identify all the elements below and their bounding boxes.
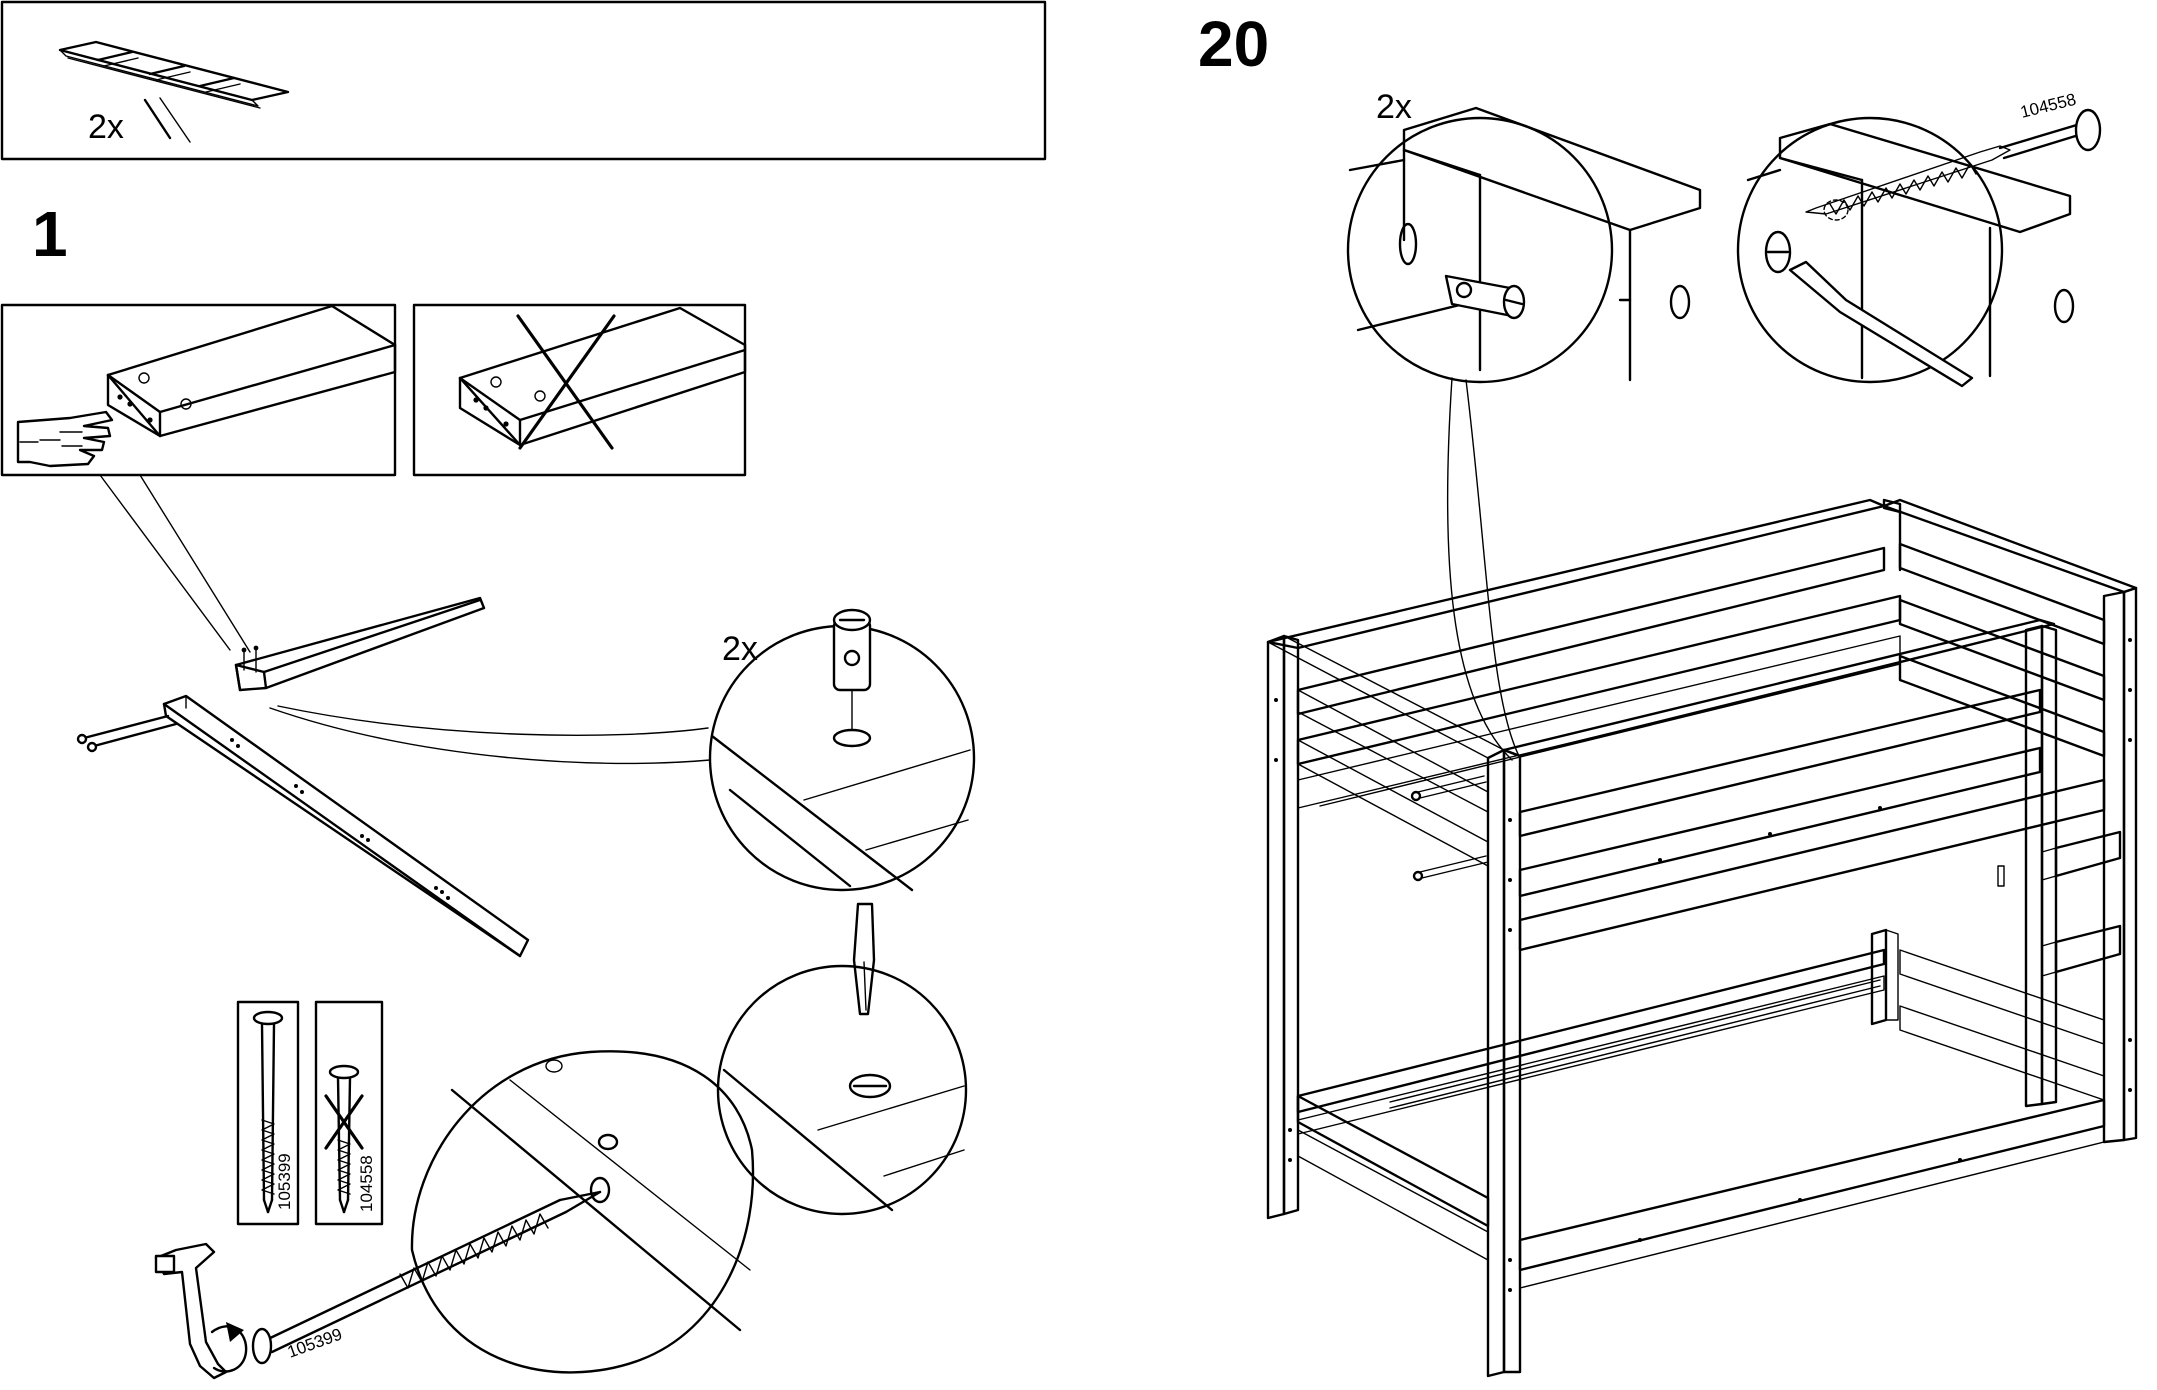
bolt-correct-code: 105399	[275, 1153, 294, 1210]
allen-key-icon	[154, 1242, 228, 1380]
cam-nut-insertion-circle	[1346, 106, 1702, 384]
cam-lock-nut-icon	[832, 608, 872, 692]
bolt-correct-panel: 105399	[236, 1000, 300, 1226]
step-number-20: 20	[1198, 8, 1269, 80]
bolt-head-icon	[1998, 108, 2102, 160]
step-number-1: 1	[32, 198, 68, 270]
bolt-in-use-code: 105399	[285, 1325, 345, 1362]
cam-lock-quantity-label: 2x	[722, 630, 758, 668]
bolts-at-post	[1410, 775, 1489, 882]
cam-nut-icon	[1444, 274, 1526, 320]
cam-lock-tightened-circle	[716, 964, 968, 1216]
bolt-insertion-detail-circle	[410, 1050, 755, 1374]
header-quantity-label: 2x	[88, 108, 124, 146]
cam-lock-detail-circle	[708, 608, 976, 892]
step20-bolt-code: 104558	[2018, 90, 2078, 122]
bolt-tightening-circle: 104558	[1736, 90, 2102, 388]
cross-out-icon	[516, 314, 616, 450]
bolts-pair-small	[76, 714, 178, 753]
rotation-arrow-icon	[210, 1322, 248, 1373]
bolt-wrong-panel: 104558	[314, 1000, 384, 1226]
bunk-bed-frame	[1266, 498, 2138, 1378]
side-rail-long	[162, 694, 530, 958]
parts-header-panel: 2x	[0, 0, 1047, 161]
screwdriver-icon	[852, 902, 876, 1016]
ladder-frame-part-illustration	[58, 40, 290, 143]
long-threaded-bolt: 105399	[251, 1190, 602, 1365]
wrong-bolt-cross-icon	[324, 1094, 364, 1150]
step20-cam-quantity-label: 2x	[1376, 88, 1412, 126]
wrong-orientation-panel	[412, 303, 747, 477]
bolt-wrong-code: 104558	[357, 1155, 376, 1212]
step20-screwdriver-icon	[1788, 260, 1974, 388]
pointing-hand-icon	[16, 410, 114, 468]
headboard-rail-short	[234, 596, 486, 692]
correct-orientation-panel	[0, 303, 397, 477]
